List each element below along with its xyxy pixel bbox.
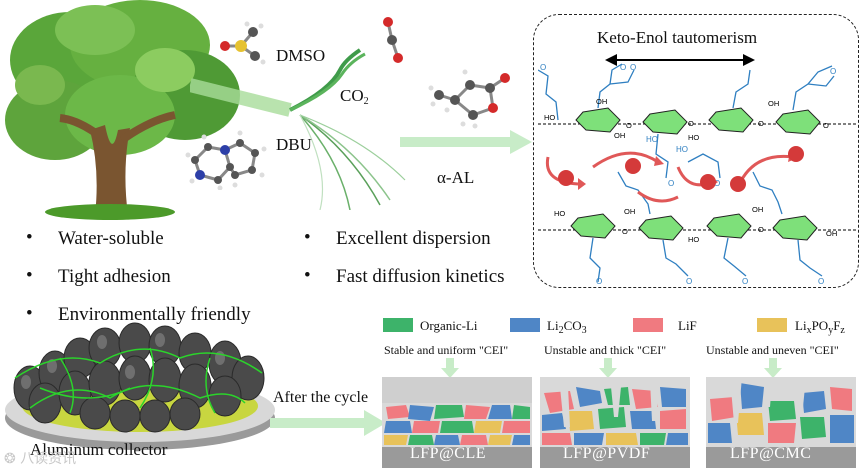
property-fast-diffusion-kinetics: Fast diffusion kinetics (300, 265, 505, 304)
li-ions (558, 146, 804, 192)
svg-text:O: O (688, 119, 694, 128)
upper-cellulose-chain (538, 107, 856, 135)
binder-performance-list: Excellent dispersion Fast diffusion kine… (300, 227, 505, 304)
svg-text:OH: OH (826, 229, 837, 238)
down-arrow-pvdf (599, 358, 617, 378)
caption-cmc: Unstable and uneven "CEI" (706, 343, 839, 357)
svg-text:O: O (758, 119, 764, 128)
svg-text:O: O (686, 277, 692, 284)
grass-ground (45, 204, 175, 220)
panel-lfp-cle (382, 377, 532, 468)
svg-text:HO: HO (544, 113, 555, 122)
keto-enol-panel (533, 14, 859, 288)
down-arrow-cmc (764, 358, 782, 378)
svg-text:O: O (626, 121, 632, 130)
after-cycle-label: After the cycle (273, 389, 369, 406)
panel-label-cle: LFP@CLE (410, 445, 487, 462)
alpha-al-label: α-AL (437, 168, 475, 187)
svg-text:O: O (758, 225, 764, 234)
legend-lixpoyfz: LixPOyFz (795, 318, 845, 336)
panel-label-cmc: LFP@CMC (730, 445, 812, 462)
svg-text:HO: HO (688, 133, 699, 142)
side-chains (538, 63, 835, 283)
co2-molecule (383, 17, 403, 63)
svg-text:HO: HO (554, 209, 565, 218)
caption-cle: Stable and uniform "CEI" (384, 343, 509, 357)
property-tight-adhesion: Tight adhesion (22, 265, 251, 304)
svg-text:OH: OH (614, 131, 625, 140)
svg-text:O: O (620, 63, 626, 72)
svg-text:O: O (823, 121, 829, 130)
legend-swatch-lif (633, 318, 663, 332)
tree-illustration (5, 0, 240, 220)
tree-trunk (59, 111, 176, 215)
dbu-label: DBU (276, 135, 312, 154)
legend-swatch-li2co3 (510, 318, 540, 332)
dbu-molecule (185, 130, 267, 190)
svg-text:O: O (830, 67, 836, 76)
lower-cellulose-chain (538, 213, 856, 241)
svg-text:OH: OH (596, 97, 607, 106)
svg-text:HO: HO (676, 145, 688, 154)
cellulose-fiber-stream (190, 48, 406, 210)
dmso-label: DMSO (276, 46, 326, 65)
svg-text:O: O (630, 63, 636, 72)
legend-organic-li: Organic-Li (420, 318, 478, 333)
svg-text:OH: OH (768, 99, 779, 108)
dmso-molecule (220, 21, 266, 65)
after-cycle-arrow (270, 410, 386, 436)
legend-swatch-lixpoyfz (757, 318, 787, 332)
svg-text:O: O (668, 179, 674, 188)
legend-lif: LiF (678, 318, 697, 333)
legend-swatch-organic-li (383, 318, 413, 332)
panel-lfp-cmc (706, 377, 856, 468)
property-excellent-dispersion: Excellent dispersion (300, 227, 505, 266)
svg-text:O: O (818, 277, 824, 284)
svg-text:OH: OH (752, 205, 763, 214)
svg-text:O: O (742, 277, 748, 284)
svg-text:HO: HO (688, 235, 699, 244)
property-water-soluble: Water-soluble (22, 227, 251, 266)
down-arrow-cle (441, 358, 459, 378)
panel-lfp-pvdf (540, 377, 690, 468)
svg-text:O: O (714, 179, 720, 188)
watermark: ❂ 八读资讯 (4, 451, 77, 467)
panel-label-pvdf: LFP@PVDF (563, 445, 651, 462)
binder-properties-list: Water-soluble Tight adhesion Environment… (22, 227, 251, 342)
reaction-arrow (400, 130, 532, 154)
property-environmentally-friendly: Environmentally friendly (22, 303, 251, 342)
collector-label: Aluminum collector (30, 440, 168, 459)
co2-label: CO2 (340, 86, 369, 107)
legend-li2co3: Li2CO3 (547, 318, 587, 336)
keto-enol-double-arrow (605, 54, 755, 66)
svg-text:O: O (540, 63, 546, 72)
svg-text:O: O (596, 277, 602, 284)
svg-text:OH: OH (624, 207, 635, 216)
svg-text:HO: HO (646, 135, 658, 144)
caption-pvdf: Unstable and thick "CEI" (544, 343, 667, 357)
keto-enol-title: Keto-Enol tautomerism (597, 28, 758, 47)
svg-text:O: O (622, 227, 628, 236)
electrode-illustration (5, 322, 275, 450)
alpha-al-molecule (428, 69, 510, 129)
